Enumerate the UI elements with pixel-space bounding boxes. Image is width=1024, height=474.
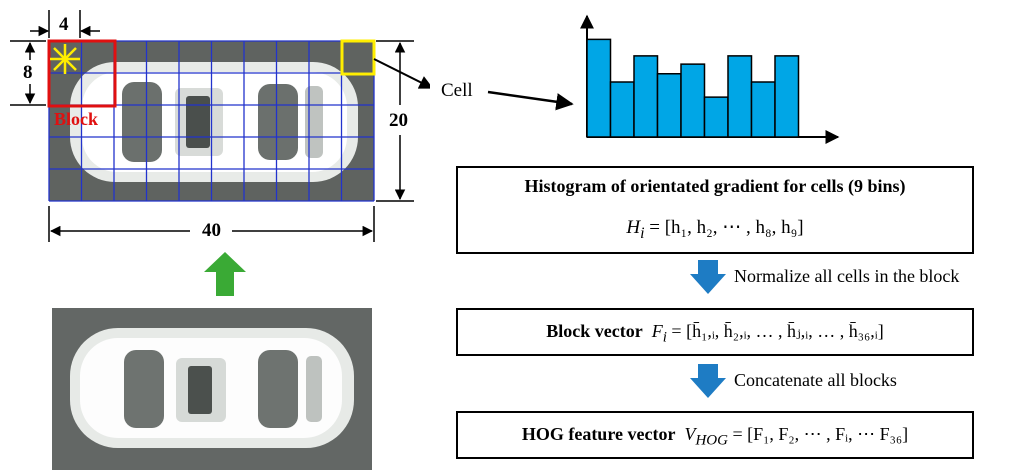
star-icon <box>50 44 80 74</box>
histogram-box-title: Histogram of orientated gradient for cel… <box>524 176 906 196</box>
block-height-label: 8 <box>23 62 33 84</box>
down-arrow-icon-2 <box>690 364 726 398</box>
hog-formula-rhs: = [F₁, F₂, ⋯ , Fᵢ, ⋯ F₃₆] <box>727 424 909 444</box>
cell-label: Cell <box>441 80 473 101</box>
car-grid-figure <box>10 10 430 242</box>
cell-outline <box>340 39 376 76</box>
histogram-formula-lhs: H <box>626 217 641 238</box>
histogram-bar <box>633 55 659 138</box>
histogram-bar <box>703 96 729 138</box>
block-label: Block <box>54 109 99 129</box>
histogram-bar <box>656 73 682 138</box>
histogram-bar <box>727 55 753 138</box>
hog-vector-box: HOG feature vector VHOG = [F₁, F₂, ⋯ , F… <box>456 411 974 459</box>
hog-vector-label: HOG feature vector <box>521 424 676 444</box>
histogram-formula-rhs: = [h₁, h₂, ⋯ , h₈, h₉] <box>644 217 804 238</box>
histogram-bar <box>750 81 776 138</box>
width-label: 40 <box>200 220 223 242</box>
up-arrow-icon <box>204 252 246 296</box>
cell-to-histogram-arrow <box>487 90 574 111</box>
hog-formula-lhs: V <box>684 424 696 444</box>
block-vector-label: Block vector <box>546 321 643 341</box>
block-outline <box>47 39 117 108</box>
down-arrow-icon-1 <box>690 260 726 294</box>
cell-width-label: 4 <box>59 14 69 36</box>
cell-grid <box>48 40 375 202</box>
hog-formula-sub: HOG <box>695 432 728 449</box>
block-vector-line: Block vector Fi = [h̄₁,ᵢ, h̄₂,ᵢ, … , h̄ⱼ… <box>458 321 972 347</box>
block-formula-rhs: = [h̄₁,ᵢ, h̄₂,ᵢ, … , h̄ⱼ,ᵢ, … , h̄₃₆,ᵢ] <box>666 321 884 341</box>
normalize-step-label: Normalize all cells in the block <box>734 266 960 286</box>
histogram-bar <box>586 38 612 138</box>
histogram-formula: Hi = [h₁, h₂, ⋯ , h₈, h₉] <box>458 216 972 243</box>
hog-vector-line: HOG feature vector VHOG = [F₁, F₂, ⋯ , F… <box>458 424 972 450</box>
histogram-chart <box>580 14 840 144</box>
histogram-bar <box>609 81 635 138</box>
block-formula-lhs: F <box>651 321 663 341</box>
histogram-bar <box>774 55 800 138</box>
histogram-bar <box>680 63 706 138</box>
histogram-formula-sub: i <box>640 224 645 242</box>
height-label: 20 <box>389 110 408 132</box>
histogram-box: Histogram of orientated gradient for cel… <box>456 166 974 254</box>
block-vector-box: Block vector Fi = [h̄₁,ᵢ, h̄₂,ᵢ, … , h̄ⱼ… <box>456 308 974 356</box>
car-image-bottom <box>52 308 372 470</box>
block-formula-sub: i <box>662 329 667 346</box>
concatenate-step-label: Concatenate all blocks <box>734 370 897 390</box>
